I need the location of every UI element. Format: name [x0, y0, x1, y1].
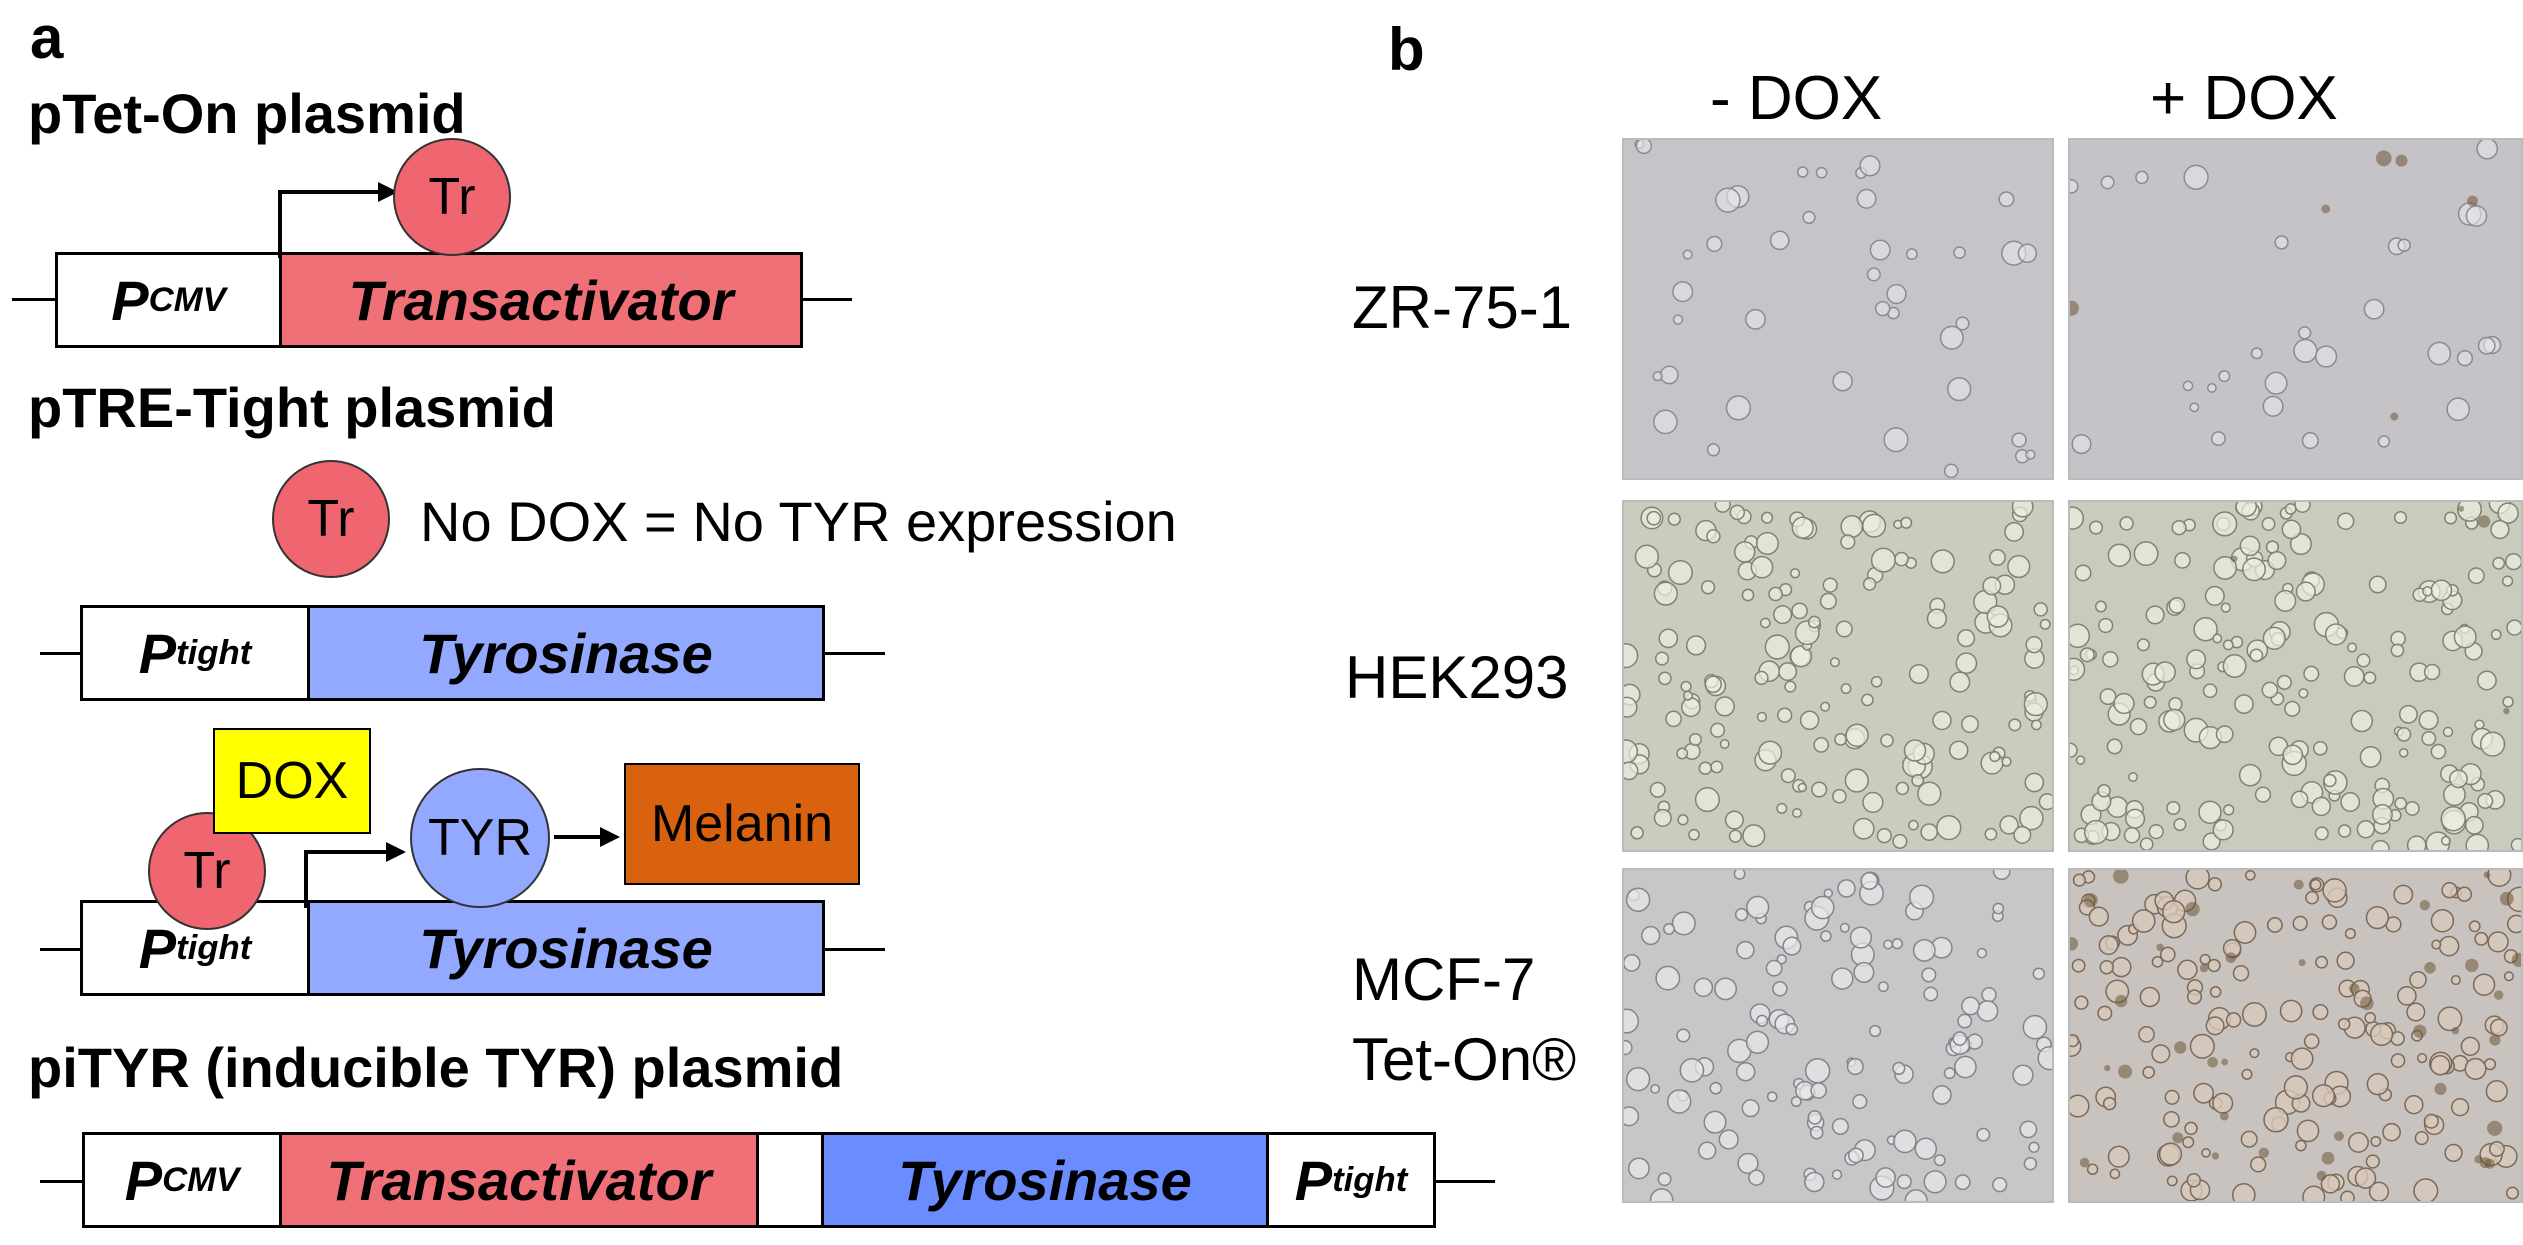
- transactivator-gene: Transactivator: [279, 252, 803, 348]
- pityr-title: piTYR (inducible TYR) plasmid: [28, 1036, 844, 1099]
- micrograph-hek293-minus-dox: [1622, 500, 2054, 852]
- transactivator-protein-circle-free: Tr: [272, 460, 390, 578]
- ptre-tight-title: pTRE-Tight plasmid: [28, 376, 556, 439]
- transactivator-protein-circle: Tr: [393, 138, 511, 256]
- row-label-tet-on: Tet-On®: [1352, 1026, 1577, 1093]
- row-label-hek293: HEK293: [1345, 644, 1569, 711]
- tyrosinase-gene-pityr: Tyrosinase: [821, 1132, 1269, 1228]
- pcmv-sub: CMV: [162, 1160, 240, 1199]
- ptet-on-title: pTet-On plasmid: [28, 82, 466, 145]
- tyr-enzyme-circle: TYR: [410, 768, 550, 908]
- row-label-zr-75-1: ZR-75-1: [1352, 274, 1573, 341]
- dox-box: DOX: [213, 728, 371, 834]
- ptight-sub: tight: [176, 633, 252, 672]
- no-dox-caption: No DOX = No TYR expression: [420, 490, 1177, 553]
- panel-a-letter: a: [30, 4, 64, 71]
- micrograph-hek293-plus-dox: [2068, 500, 2523, 852]
- pcmv-p: P: [124, 1148, 163, 1212]
- column-header-minus-dox: - DOX: [1710, 64, 1883, 133]
- pcmv-sub: CMV: [148, 280, 226, 319]
- row-label-mcf7: MCF-7: [1352, 946, 1536, 1013]
- tyrosinase-gene: Tyrosinase: [307, 605, 825, 701]
- melanin-box: Melanin: [624, 763, 860, 885]
- ptight-sub: tight: [1332, 1160, 1408, 1199]
- column-header-plus-dox: + DOX: [2150, 64, 2338, 133]
- tyrosinase-gene-induced: Tyrosinase: [307, 900, 825, 996]
- transactivator-protein-circle-bound: Tr: [148, 812, 266, 930]
- tyr-to-melanin-arrow: [554, 827, 620, 847]
- pcmv-p: P: [111, 268, 149, 332]
- micrograph-mcf7-plus-dox: [2068, 868, 2523, 1203]
- ptight-p: P: [138, 621, 177, 685]
- induced-promoter-arrow: [304, 842, 406, 908]
- panel-b-letter: b: [1388, 16, 1425, 83]
- spacer-region: [756, 1132, 824, 1228]
- transactivator-gene-pityr: Transactivator: [279, 1132, 759, 1228]
- promoter-arrow: [278, 182, 398, 258]
- micrograph-zr75-plus-dox: [2068, 138, 2523, 480]
- micrograph-zr75-minus-dox: [1622, 138, 2054, 480]
- ptight-p: P: [138, 916, 177, 980]
- micrograph-mcf7-minus-dox: [1622, 868, 2054, 1203]
- ptight-p: P: [1294, 1148, 1333, 1212]
- ptight-sub: tight: [176, 928, 252, 967]
